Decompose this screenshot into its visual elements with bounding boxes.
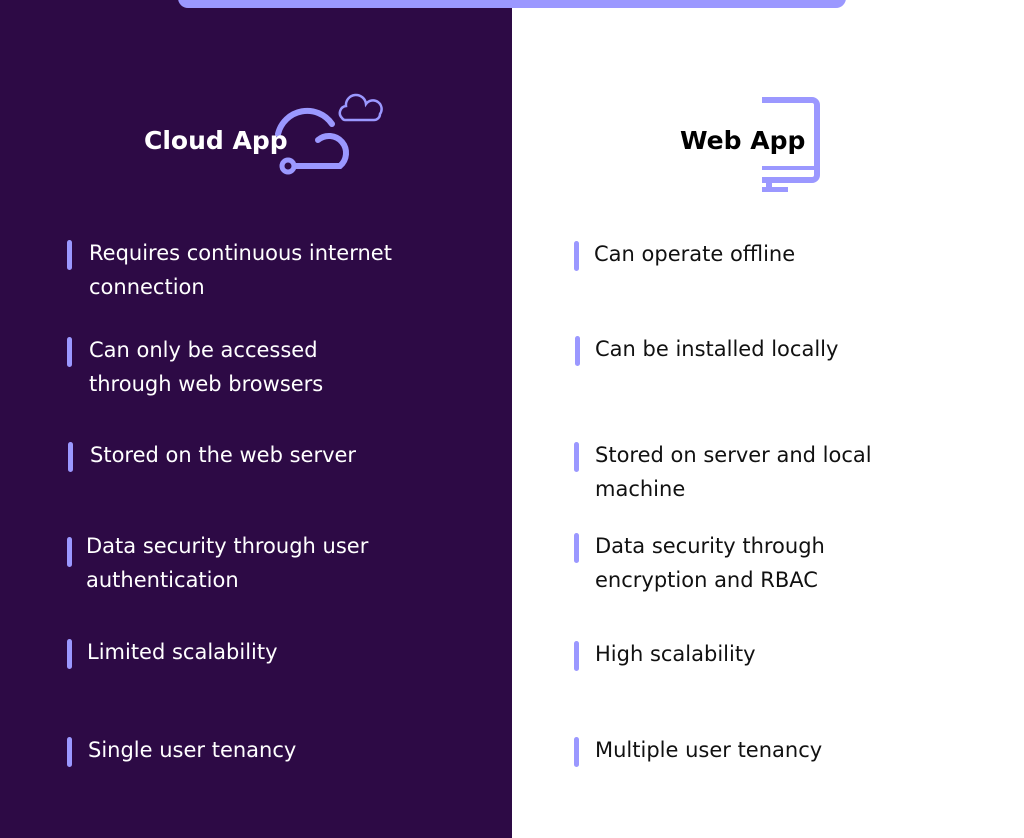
top-accent-bar xyxy=(178,0,846,8)
bullet-bar xyxy=(67,639,72,669)
cloud-item: Requires continuous internet connection xyxy=(67,236,469,304)
bullet-bar xyxy=(574,737,579,767)
web-app-title: Web App xyxy=(680,126,806,155)
item-text: Stored on the web server xyxy=(90,443,357,467)
web-item: Stored on server and local machine xyxy=(574,438,955,506)
bullet-bar xyxy=(574,241,579,271)
item-text: Can be installed locally xyxy=(595,337,839,361)
cloud-item: Can only be accessed through web browser… xyxy=(67,333,389,401)
item-text: Limited scalability xyxy=(87,640,278,664)
bullet-bar xyxy=(67,537,72,567)
web-item: Can be installed locally xyxy=(575,332,975,366)
web-item: Multiple user tenancy xyxy=(574,733,975,767)
bullet-bar xyxy=(68,442,73,472)
bullet-bar xyxy=(67,737,72,767)
cloud-item: Limited scalability xyxy=(67,635,467,669)
bullet-bar xyxy=(574,641,579,671)
item-text: Data security through encryption and RBA… xyxy=(595,534,825,592)
monitor-icon xyxy=(762,97,820,192)
cloud-network-icon xyxy=(275,93,383,175)
cloud-app-panel: Cloud App Requires continuous internet c… xyxy=(0,0,512,838)
bullet-bar xyxy=(67,240,72,270)
web-item: Can operate offline xyxy=(574,237,974,271)
web-item: Data security through encryption and RBA… xyxy=(574,529,895,597)
bullet-bar xyxy=(67,337,72,367)
bullet-bar xyxy=(575,336,580,366)
web-item: High scalability xyxy=(574,637,975,671)
cloud-item: Data security through user authenticatio… xyxy=(67,529,376,597)
web-app-panel: Web App Can operate offline Can be insta… xyxy=(512,0,1024,838)
item-text: High scalability xyxy=(595,642,756,666)
item-text: Single user tenancy xyxy=(88,738,297,762)
item-text: Can only be accessed through web browser… xyxy=(89,338,324,396)
item-text: Multiple user tenancy xyxy=(595,738,823,762)
cloud-app-title: Cloud App xyxy=(144,126,288,155)
item-text: Requires continuous internet connection xyxy=(89,241,392,299)
item-text: Stored on server and local machine xyxy=(595,443,872,501)
item-text: Data security through user authenticatio… xyxy=(86,534,369,592)
bullet-bar xyxy=(574,533,579,563)
item-text: Can operate offline xyxy=(594,242,796,266)
bullet-bar xyxy=(574,442,579,472)
cloud-item: Stored on the web server xyxy=(68,438,470,472)
cloud-item: Single user tenancy xyxy=(67,733,468,767)
